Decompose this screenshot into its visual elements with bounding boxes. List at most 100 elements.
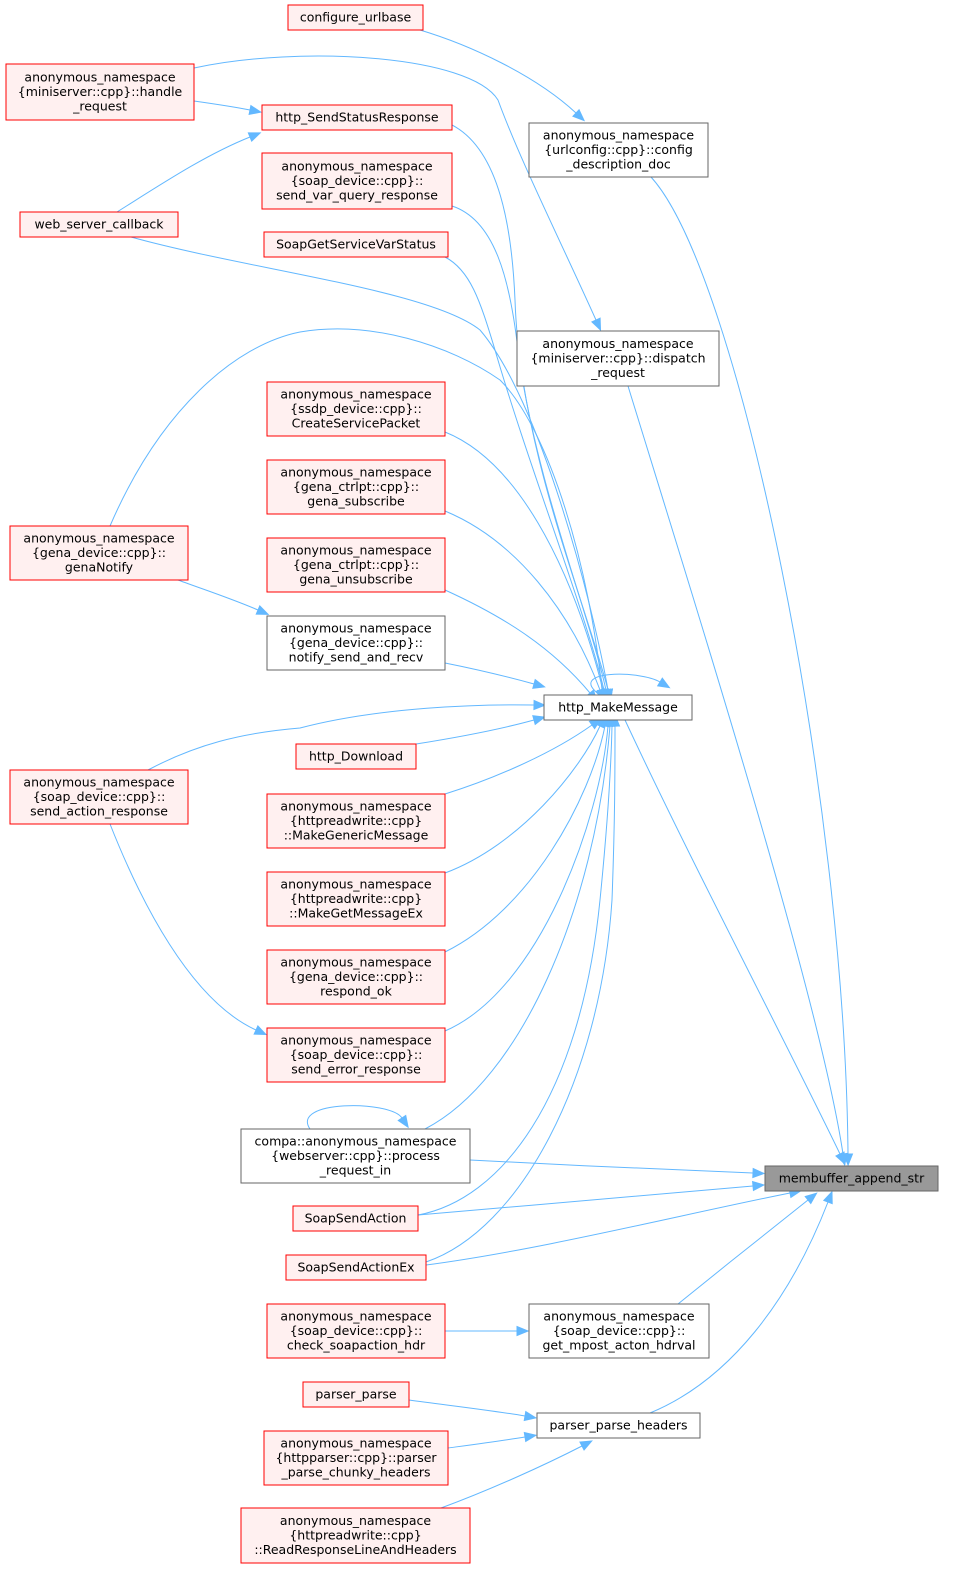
edge-parser_parse_chunky_headers-to-parser_parse_headers <box>447 1431 538 1449</box>
edge-line <box>193 55 597 321</box>
node-miniserver-handle-request[interactable]: anonymous_namespace{miniserver::cpp}::ha… <box>5 63 195 121</box>
edge-gena_subscribe-to-http_MakeMessage <box>444 510 605 702</box>
edge-MakeGenericMessage-to-http_MakeMessage <box>444 717 603 795</box>
edge-line <box>425 725 616 1263</box>
node-web-server-callback[interactable]: web_server_callback <box>19 211 179 238</box>
edge-line <box>624 719 841 1155</box>
node-box <box>528 1303 710 1359</box>
node-label-line: check_soapaction_hdr <box>287 1337 426 1352</box>
node-box <box>295 743 417 770</box>
node-label-line: anonymous_namespace <box>280 1308 431 1323</box>
node-label-line: genaNotify <box>65 559 134 574</box>
edge-miniserver_dispatch_request-to-target <box>627 385 849 1167</box>
edge-send_action_response-to-send_error_response <box>109 823 268 1036</box>
node-respond-ok[interactable]: anonymous_namespace{gena_device::cpp}::r… <box>266 949 446 1005</box>
node-box <box>19 211 179 238</box>
node-box <box>287 4 424 31</box>
edge-arrowhead <box>397 1114 409 1129</box>
node-genaNotify[interactable]: anonymous_namespace{gena_device::cpp}::g… <box>9 525 189 581</box>
node-label-line: {gena_ctrlpt::cpp}:: <box>293 557 419 572</box>
node-MakeGetMessageEx[interactable]: anonymous_namespace{httpreadwrite::cpp}:… <box>266 871 446 927</box>
node-parser-parse-chunky-headers[interactable]: anonymous_namespace{httpparser::cpp}::pa… <box>263 1430 449 1486</box>
node-configure-urlbase[interactable]: configure_urlbase <box>287 4 424 31</box>
node-http-MakeMessage[interactable]: http_MakeMessage <box>543 694 693 721</box>
edge-line <box>425 1192 791 1266</box>
edge-gena_unsubscribe-to-http_MakeMessage <box>444 589 598 703</box>
node-MakeGenericMessage[interactable]: anonymous_namespace{httpreadwrite::cpp}:… <box>266 793 446 849</box>
edge-arrowhead <box>656 677 671 689</box>
node-gena-subscribe[interactable]: anonymous_namespace{gena_ctrlpt::cpp}::g… <box>266 459 446 515</box>
node-target[interactable]: membuffer_append_str <box>764 1165 939 1192</box>
node-ReadResponseLineAndHeaders[interactable]: anonymous_namespace{httpreadwrite::cpp}:… <box>240 1507 471 1564</box>
edge-get_mpost_acton_hdrval-to-target <box>677 1192 818 1305</box>
node-label-line: {soap_device::cpp}:: <box>290 1047 423 1062</box>
node-box <box>266 871 446 927</box>
node-parser-parse-headers[interactable]: parser_parse_headers <box>536 1412 701 1439</box>
node-process-request-in[interactable]: compa::anonymous_namespace{webserver::cp… <box>240 1128 471 1184</box>
node-label-line: http_MakeMessage <box>558 699 678 714</box>
edge-arrowhead <box>523 1431 538 1443</box>
edge-line <box>440 1445 583 1509</box>
node-send-action-response[interactable]: anonymous_namespace{soap_device::cpp}::s… <box>9 769 189 825</box>
edge-process_request_in-to-target <box>469 1159 766 1179</box>
edge-line <box>444 510 601 691</box>
node-miniserver-dispatch-request[interactable]: anonymous_namespace{miniserver::cpp}::di… <box>516 330 720 387</box>
node-CreateServicePacket[interactable]: anonymous_namespace{ssdp_device::cpp}::C… <box>266 381 446 437</box>
node-http-SendStatusResponse[interactable]: http_SendStatusResponse <box>261 104 453 131</box>
edge-line <box>444 724 593 795</box>
edge-line <box>306 1105 403 1130</box>
edge-http_MakeMessage-to-http_MakeMessage <box>590 673 671 696</box>
node-label-line: SoapSendActionEx <box>297 1259 414 1274</box>
edge-line <box>444 725 601 874</box>
node-box <box>528 122 709 178</box>
node-label-line: anonymous_namespace <box>280 464 431 479</box>
node-label-line: anonymous_namespace <box>23 774 174 789</box>
node-box <box>240 1128 471 1184</box>
node-send-error-response[interactable]: anonymous_namespace{soap_device::cpp}::s… <box>266 1027 446 1083</box>
node-label-line: _description_doc <box>565 156 671 171</box>
node-SoapGetServiceVarStatus[interactable]: SoapGetServiceVarStatus <box>263 231 449 258</box>
edge-line <box>444 256 605 691</box>
node-SoapSendActionEx[interactable]: SoapSendActionEx <box>285 1254 427 1281</box>
edge-send_var_query_response-to-http_MakeMessage <box>451 205 612 703</box>
node-label-line: {soap_device::cpp}:: <box>291 173 424 188</box>
node-label-line: configure_urlbase <box>300 9 412 24</box>
node-label-line: notify_send_and_recv <box>289 649 424 664</box>
edge-web_server_callback-to-http_SendStatusResponse <box>116 132 262 213</box>
node-label-line: ::ReadResponseLineAndHeaders <box>254 1542 456 1557</box>
node-check-soapaction-hdr[interactable]: anonymous_namespace{soap_device::cpp}::c… <box>266 1303 446 1359</box>
edge-arrowhead <box>751 1180 766 1192</box>
node-label-line: {httpparser::cpp}::parser <box>275 1450 437 1465</box>
edge-line <box>415 719 535 745</box>
node-label-line: anonymous_namespace <box>24 69 175 84</box>
node-SoapSendAction[interactable]: SoapSendAction <box>292 1205 419 1232</box>
node-box <box>266 949 446 1005</box>
edge-line <box>677 1199 809 1305</box>
node-box <box>5 63 195 121</box>
edge-CreateServicePacket-to-http_MakeMessage <box>444 431 608 702</box>
edge-genaNotify-to-notify_send_and_recv <box>177 579 270 615</box>
node-send-var-query-response[interactable]: anonymous_namespace{soap_device::cpp}::s… <box>261 152 453 210</box>
node-notify-send-and-recv[interactable]: anonymous_namespace{gena_device::cpp}::n… <box>266 615 446 671</box>
edge-arrowhead <box>835 1151 846 1166</box>
node-label-line: ::MakeGetMessageEx <box>289 905 423 920</box>
node-box <box>536 1412 701 1439</box>
node-parser-parse[interactable]: parser_parse <box>302 1381 410 1408</box>
edge-process_request_in-to-http_MakeMessage <box>424 713 616 1130</box>
edge-send_action_response-to-http_MakeMessage <box>147 699 547 771</box>
node-box <box>266 615 446 671</box>
node-box <box>266 381 446 437</box>
node-label-line: {gena_ctrlpt::cpp}:: <box>293 479 419 494</box>
node-label-line: SoapSendAction <box>305 1210 407 1225</box>
node-label-line: {gena_device::cpp}:: <box>32 545 166 560</box>
node-get-mpost-acton-hdrval[interactable]: anonymous_namespace{soap_device::cpp}::g… <box>528 1303 710 1359</box>
edge-line <box>408 1399 526 1417</box>
node-label-line: SoapGetServiceVarStatus <box>276 236 436 251</box>
node-urlconfig-config-description-doc[interactable]: anonymous_namespace{urlconfig::cpp}::con… <box>528 122 709 178</box>
node-label-line: anonymous_namespace <box>280 1513 431 1528</box>
node-gena-unsubscribe[interactable]: anonymous_namespace{gena_ctrlpt::cpp}::g… <box>266 537 446 593</box>
edge-arrowhead <box>804 1192 818 1205</box>
node-label-line: anonymous_namespace <box>280 876 431 891</box>
node-label-line: gena_unsubscribe <box>299 571 413 586</box>
node-http-Download[interactable]: http_Download <box>295 743 417 770</box>
